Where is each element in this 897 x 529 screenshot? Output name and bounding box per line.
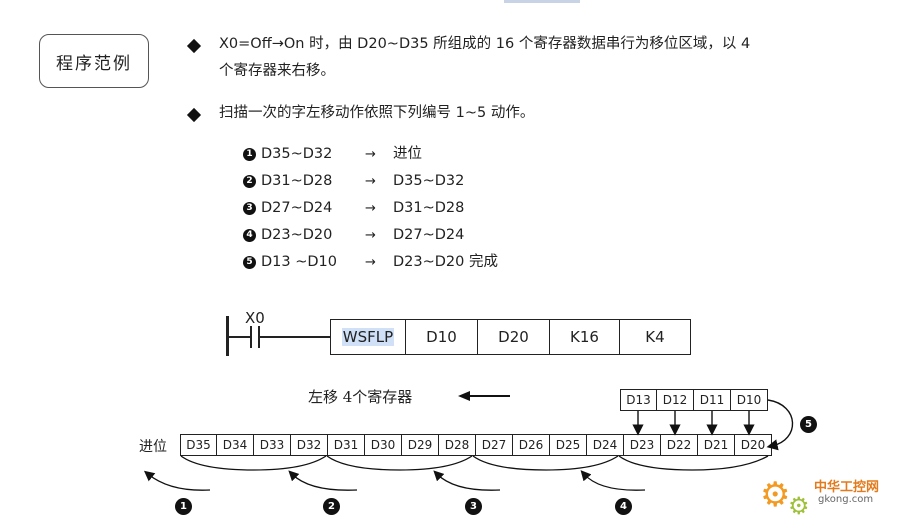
register-cell: D28 [439, 434, 476, 456]
main-register-row: D35 D34 D33 D32 D31 D30 D29 D28 D27 D26 … [180, 434, 772, 456]
right-arrow-icon: → [365, 147, 376, 162]
ladder-wire [260, 336, 330, 338]
contact-right-bar [258, 326, 260, 348]
step-number-icon: 5 [243, 255, 256, 269]
bullet-paragraph-2: 扫描一次的字左移动作依照下列编号 1~5 动作。 [219, 105, 535, 121]
step-destination: D23~D20 完成 [393, 254, 498, 270]
bullet-1-line-1: X0=Off→On 时，由 D20~D35 所组成的 16 个寄存器数据串行为移… [219, 36, 751, 52]
operand-cell: K16 [550, 319, 620, 355]
register-cell: D35 [180, 434, 217, 456]
group-number-icon: 1 [175, 498, 192, 515]
right-arrow-icon: → [365, 201, 376, 216]
shift-label: 左移 4个寄存器 [308, 388, 413, 406]
gear-icon: ⚙ [760, 475, 791, 515]
source-number-icon: 5 [800, 416, 817, 433]
step-number-icon: 2 [243, 174, 256, 188]
watermark-url: gkong.com [818, 494, 874, 505]
step-source: D35~D32 [261, 146, 333, 162]
contact-label: X0 [245, 309, 265, 327]
register-cell: D13 [620, 389, 657, 411]
instruction-cell: WSFLP [330, 319, 406, 355]
register-cell: D23 [624, 434, 661, 456]
group-number-icon: 3 [465, 498, 482, 515]
step-item: 3 D27~D24 → D31~D28 [243, 195, 498, 222]
register-cell: D12 [657, 389, 694, 411]
gear-icon: ⚙ [788, 492, 810, 520]
step-source: D13 ~D10 [261, 254, 337, 270]
step-source: D23~D20 [261, 227, 333, 243]
register-cell: D32 [291, 434, 328, 456]
carry-label: 进位 [139, 439, 167, 455]
operand-cell: K4 [620, 319, 691, 355]
register-cell: D33 [254, 434, 291, 456]
step-item: 5 D13 ~D10 → D23~D20 完成 [243, 249, 498, 276]
register-cell: D27 [476, 434, 513, 456]
instruction-block: WSFLP D10 D20 K16 K4 [330, 319, 691, 355]
step-destination: D31~D28 [393, 200, 465, 216]
operand-cell: D20 [478, 319, 550, 355]
watermark-text: 中华工控网 [814, 480, 880, 495]
register-cell: D24 [587, 434, 624, 456]
register-cell: D26 [513, 434, 550, 456]
contact-left-bar [250, 326, 252, 348]
ladder-left-rail [226, 316, 229, 356]
instruction-name: WSFLP [341, 328, 395, 346]
operand-cell: D10 [406, 319, 478, 355]
top-edge-bar [504, 0, 580, 3]
right-arrow-icon: → [365, 255, 376, 270]
watermark-logo: ⚙ ⚙ 中华工控网 gkong.com [760, 474, 888, 520]
step-item: 4 D23~D20 → D27~D24 [243, 222, 498, 249]
bullet-paragraph-1: X0=Off→On 时，由 D20~D35 所组成的 16 个寄存器数据串行为移… [219, 31, 839, 85]
step-destination: D27~D24 [393, 227, 465, 243]
register-cell: D22 [661, 434, 698, 456]
step-source: D27~D24 [261, 200, 333, 216]
register-cell: D31 [328, 434, 365, 456]
step-source: D31~D28 [261, 173, 333, 189]
group-number-icon: 4 [615, 498, 632, 515]
register-cell: D34 [217, 434, 254, 456]
register-cell: D30 [365, 434, 402, 456]
group-number-icon: 2 [323, 498, 340, 515]
register-cell: D10 [731, 389, 768, 411]
step-item: 2 D31~D28 → D35~D32 [243, 168, 498, 195]
left-arrow-icon [458, 391, 510, 401]
section-label: 程序范例 [39, 34, 149, 88]
right-arrow-icon: → [365, 228, 376, 243]
step-destination: D35~D32 [393, 173, 465, 189]
step-destination: 进位 [393, 146, 422, 162]
step-number-icon: 4 [243, 228, 256, 242]
step-number-icon: 3 [243, 201, 256, 215]
source-register-row: D13 D12 D11 D10 [620, 389, 768, 411]
bullet-1-line-2: 个寄存器来右移。 [219, 63, 335, 79]
step-number-icon: 1 [243, 147, 256, 161]
step-item: 1 D35~D32 → 进位 [243, 141, 498, 168]
register-cell: D11 [694, 389, 731, 411]
register-cell: D29 [402, 434, 439, 456]
register-cell: D25 [550, 434, 587, 456]
right-arrow-icon: → [365, 174, 376, 189]
ladder-wire [229, 336, 250, 338]
